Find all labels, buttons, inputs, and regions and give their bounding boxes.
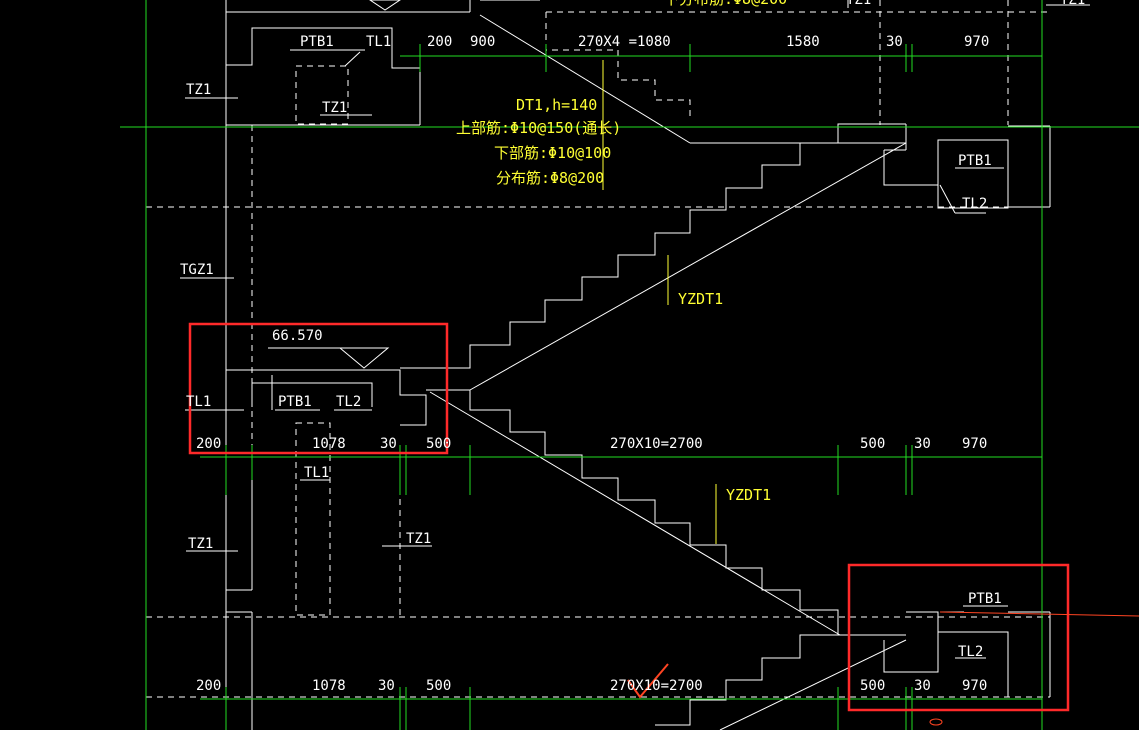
- dim-text: 500: [860, 678, 885, 694]
- dim-text: 30: [886, 34, 903, 50]
- dim-text: 500: [426, 678, 451, 694]
- stair-note-line2: 上部筋:Φ10@150(通长): [456, 119, 621, 137]
- label-tz1: TZ1: [406, 531, 431, 547]
- label-ptb1: PTB1: [300, 34, 334, 50]
- label-tl2: TL2: [962, 196, 987, 212]
- label-tz1: TZ1: [188, 536, 213, 552]
- dim-text: 270X10=2700: [610, 678, 703, 694]
- dim-text: 1580: [786, 34, 820, 50]
- dim-text: 1078: [312, 436, 346, 452]
- red-leader-line: [939, 611, 1139, 617]
- dim-text: 30: [914, 678, 931, 694]
- dimension-lines: [120, 0, 1139, 730]
- checkmark-icon: [627, 663, 669, 699]
- label-tl1: TL1: [366, 34, 391, 50]
- label-tz1-top: TZ1: [846, 0, 871, 8]
- label-tl1: TL1: [186, 394, 211, 410]
- dim-text: 270X4 =1080: [578, 34, 671, 50]
- structure-lines: [146, 0, 1090, 730]
- dim-text: 200: [196, 678, 221, 694]
- label-tl2: TL2: [336, 394, 361, 410]
- dim-text: 500: [426, 436, 451, 452]
- dim-text: 500: [860, 436, 885, 452]
- highlight-box-mid-landing: [188, 322, 449, 455]
- stair-note-line1: DT1,h=140: [516, 96, 597, 114]
- dim-text: 270X10=2700: [610, 436, 703, 452]
- label-tl1: TL1: [304, 465, 329, 481]
- dim-text: 970: [962, 436, 987, 452]
- dim-text: 970: [964, 34, 989, 50]
- stair-note-line3: 下部筋:Φ10@100: [494, 144, 611, 162]
- dim-text: 200: [427, 34, 452, 50]
- dim-text: 30: [378, 678, 395, 694]
- label-tgz1: TGZ1: [180, 262, 214, 278]
- label-ptb1: PTB1: [278, 394, 312, 410]
- red-circle-mark: [929, 718, 943, 726]
- dim-text: 200: [196, 436, 221, 452]
- label-ptb1: PTB1: [958, 153, 992, 169]
- label-tl2: TL2: [958, 644, 983, 660]
- dim-text: 1078: [312, 678, 346, 694]
- elevation-label: 66.570: [272, 328, 323, 344]
- label-ptb1: PTB1: [968, 591, 1002, 607]
- stair-note-line4: 分布筋:Φ8@200: [496, 169, 604, 187]
- highlight-box-lower-right: [847, 563, 1070, 712]
- dim-text: 900: [470, 34, 495, 50]
- note-lines: [602, 60, 717, 544]
- label-tz1: TZ1: [322, 100, 347, 116]
- label-tz1-top-2: TZ1: [1060, 0, 1085, 8]
- label-yzdt1: YZDT1: [726, 486, 771, 504]
- dim-text: 970: [962, 678, 987, 694]
- dim-text: 30: [914, 436, 931, 452]
- dim-text: 30: [380, 436, 397, 452]
- label-tz1: TZ1: [186, 82, 211, 98]
- label-yzdt1: YZDT1: [678, 290, 723, 308]
- top-clipped-note: 下分布筋:Φ8@200: [664, 0, 787, 8]
